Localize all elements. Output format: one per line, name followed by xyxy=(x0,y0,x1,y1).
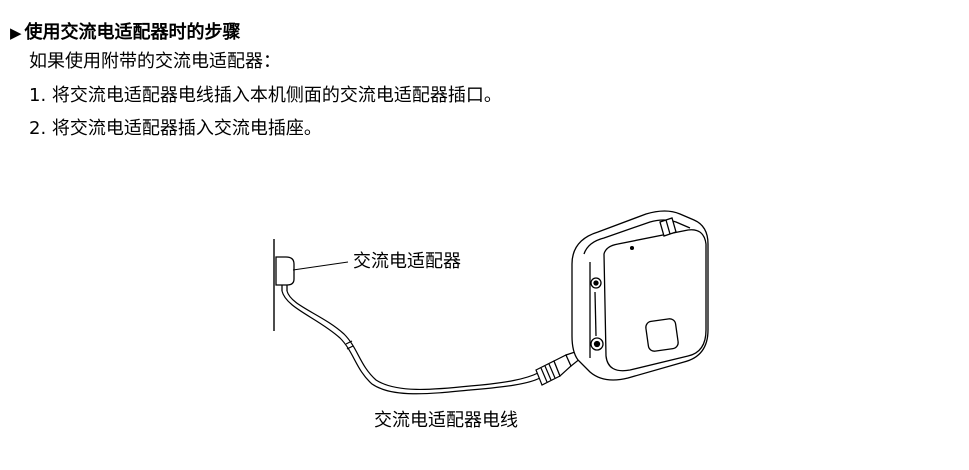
section-heading: ▶使用交流电适配器时的步骤 xyxy=(10,21,241,45)
adapter-leader-line xyxy=(292,261,349,271)
printer-drawing xyxy=(571,210,709,381)
step-1: 1. 将交流电适配器电线插入本机侧面的交流电适配器插口。 xyxy=(29,85,502,106)
adapter-cable-drawing xyxy=(281,290,541,395)
adapter-label: 交流电适配器 xyxy=(353,251,461,272)
section-title: 使用交流电适配器时的步骤 xyxy=(24,22,241,43)
triangle-marker-icon: ▶ xyxy=(10,24,22,42)
intro-text: 如果使用附带的交流电适配器： xyxy=(29,51,281,72)
step-2: 2. 将交流电适配器插入交流电插座。 xyxy=(29,118,322,139)
ac-adapter-drawing xyxy=(275,256,295,291)
cord-label: 交流电适配器电线 xyxy=(374,410,518,431)
